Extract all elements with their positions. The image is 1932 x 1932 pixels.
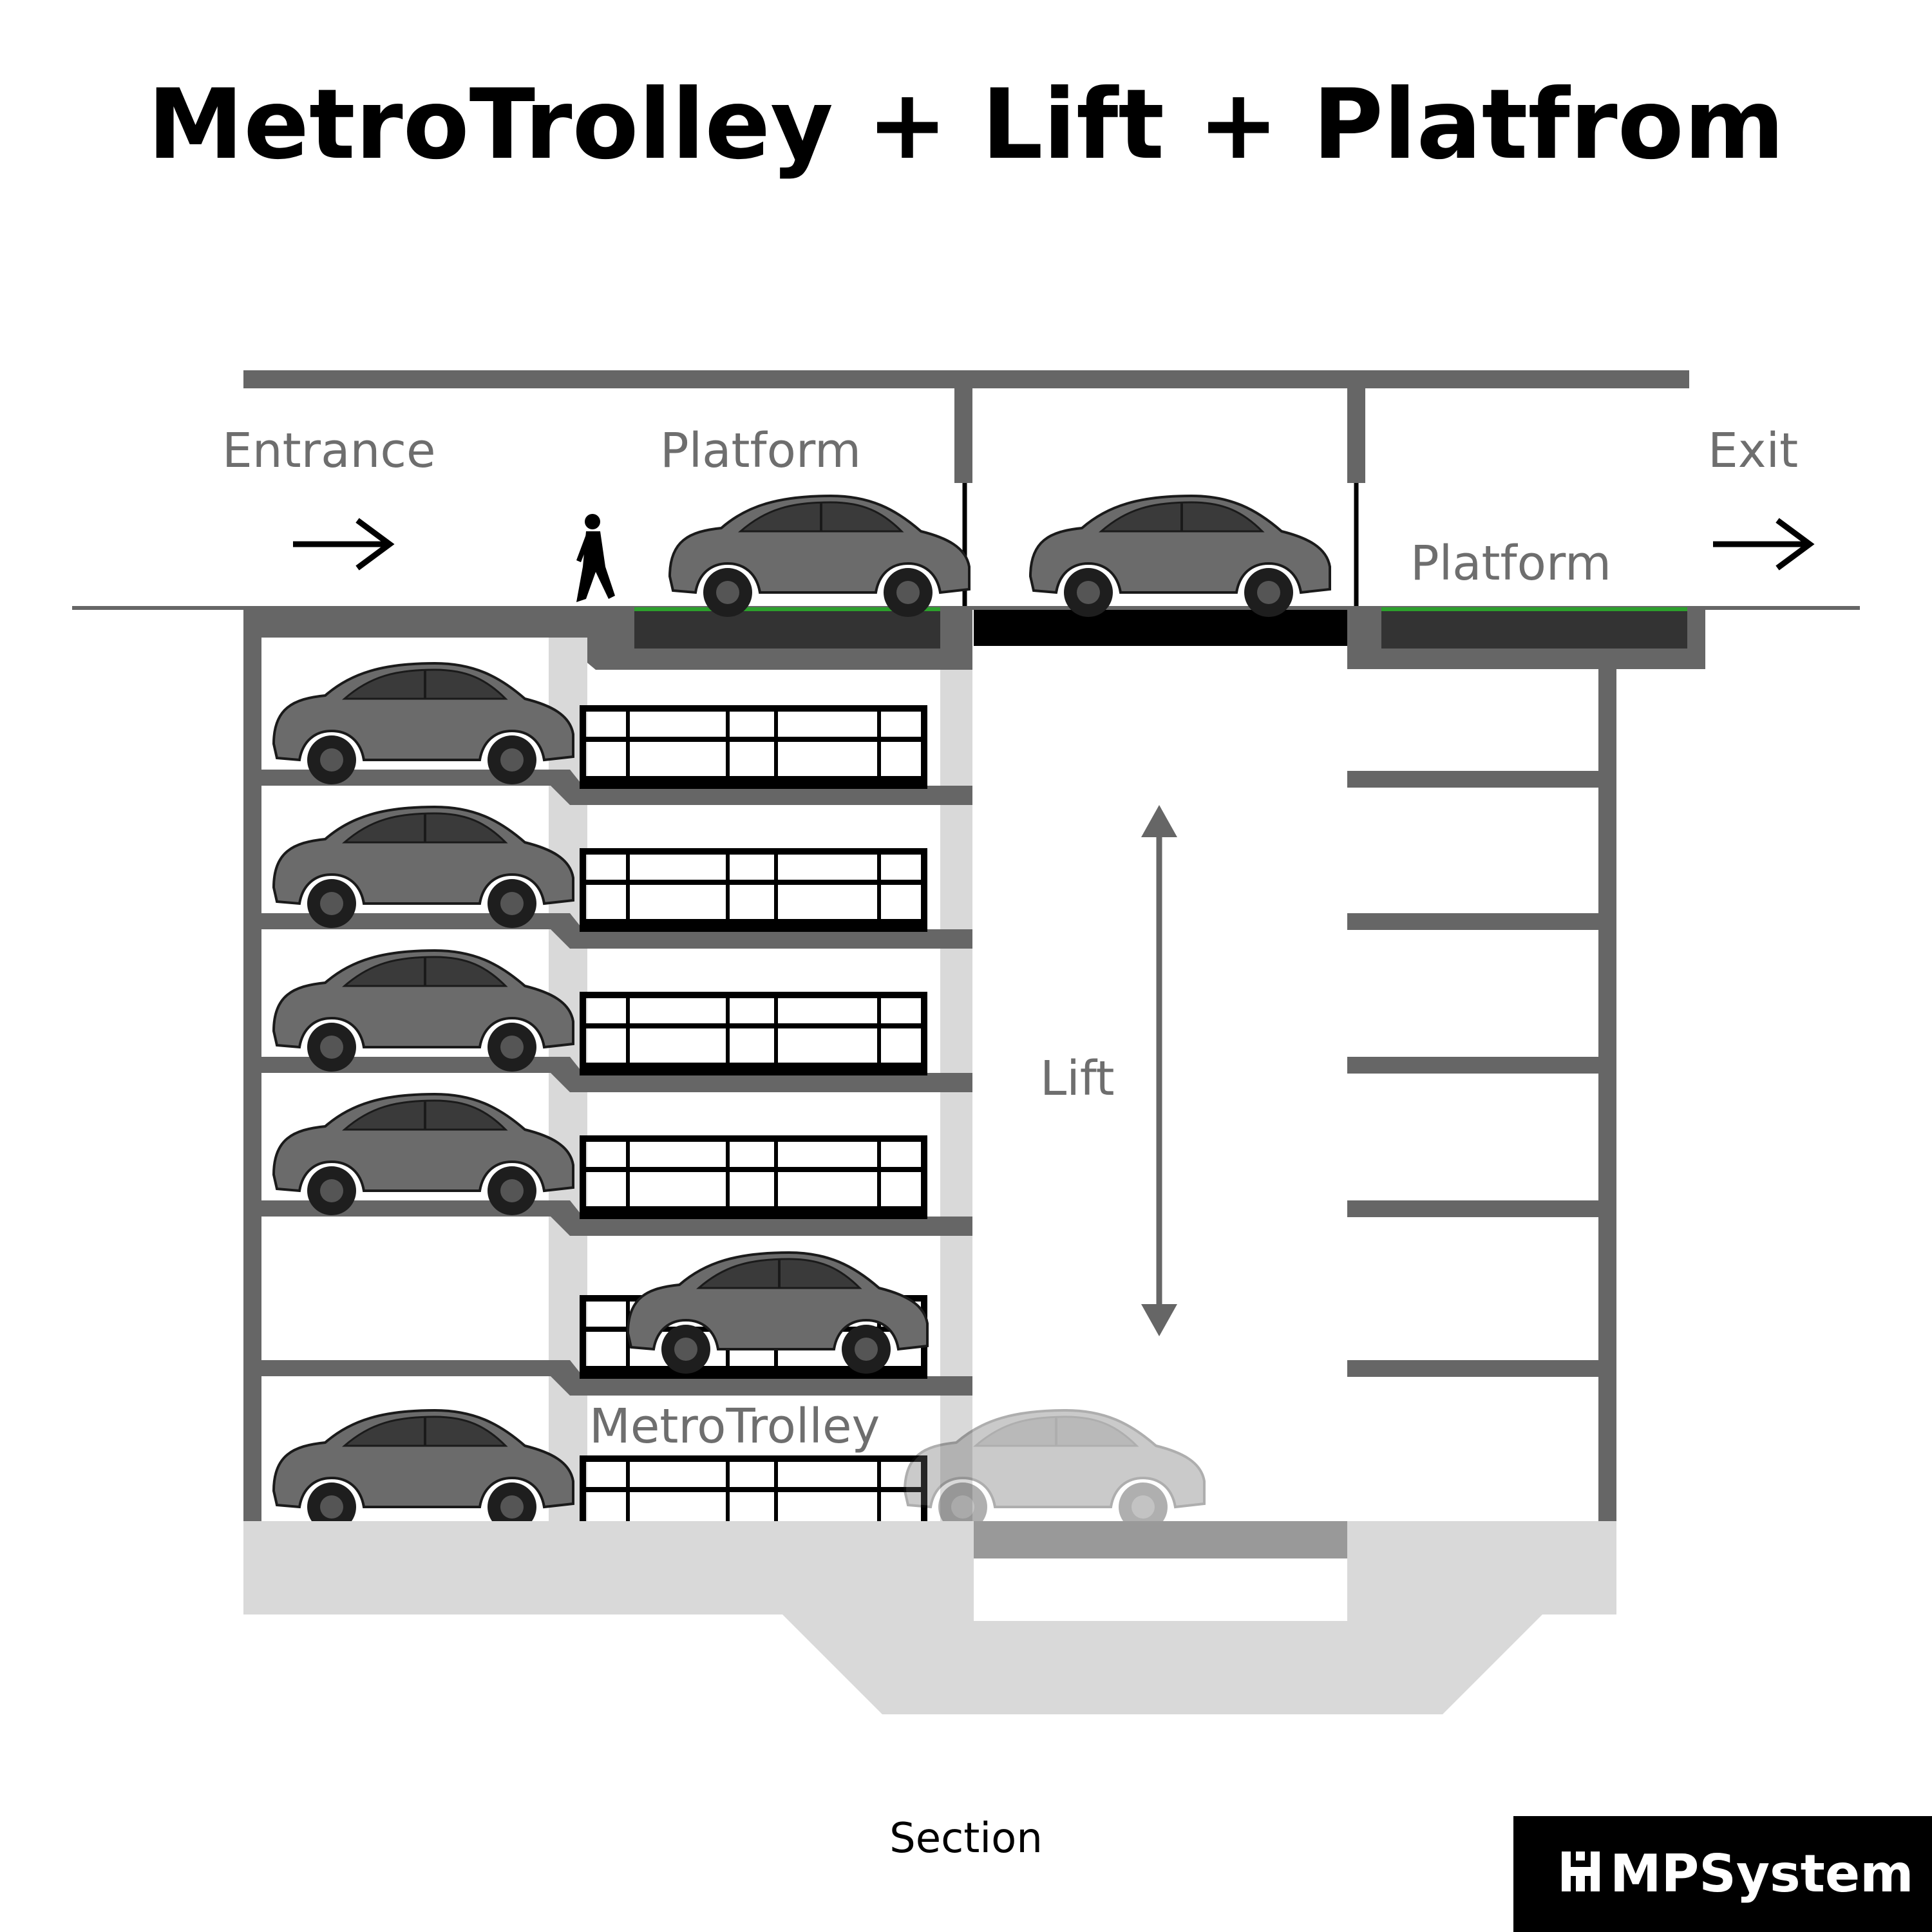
mpsystem-logo-icon xyxy=(1562,1852,1600,1891)
trolley-rack-icon xyxy=(583,851,924,932)
car-icon xyxy=(272,1409,574,1533)
roof-structure xyxy=(243,370,1689,609)
entrance-label: Entrance xyxy=(222,423,436,478)
section-caption: Section xyxy=(889,1815,1043,1862)
metrotrolley-label: MetroTrolley xyxy=(589,1399,880,1454)
trolley-rack-icon xyxy=(583,995,924,1075)
car-icon xyxy=(668,495,971,618)
car-icon xyxy=(1029,495,1331,618)
trolley-rack-icon xyxy=(583,1139,924,1219)
car-icon xyxy=(272,806,574,929)
car-icon xyxy=(272,1093,574,1217)
brand-name: MPSystem xyxy=(1610,1844,1913,1904)
left-platform xyxy=(243,607,972,670)
platform-left-label: Platform xyxy=(660,423,861,478)
ground-line xyxy=(72,606,1860,610)
arrow-right-icon xyxy=(293,518,395,571)
trolley-rack-icon xyxy=(583,708,924,789)
lift-platform-top xyxy=(974,610,1347,646)
foundation xyxy=(243,1521,1616,1714)
lift-label: Lift xyxy=(1040,1051,1115,1106)
car-icon xyxy=(272,949,574,1073)
right-platform xyxy=(1347,607,1705,669)
brand-block: MPSystem xyxy=(1513,1816,1932,1932)
person-walking-icon xyxy=(576,514,615,602)
page-title: MetroTrolley + Lift + Platfrom xyxy=(147,69,1785,181)
car-icon xyxy=(272,662,574,786)
double-arrow-vertical-icon xyxy=(1141,805,1177,1336)
platform-right-label: Platform xyxy=(1410,536,1611,591)
parking-structure-right xyxy=(1347,669,1616,1521)
arrow-right-icon xyxy=(1713,518,1815,571)
exit-label: Exit xyxy=(1708,423,1798,478)
